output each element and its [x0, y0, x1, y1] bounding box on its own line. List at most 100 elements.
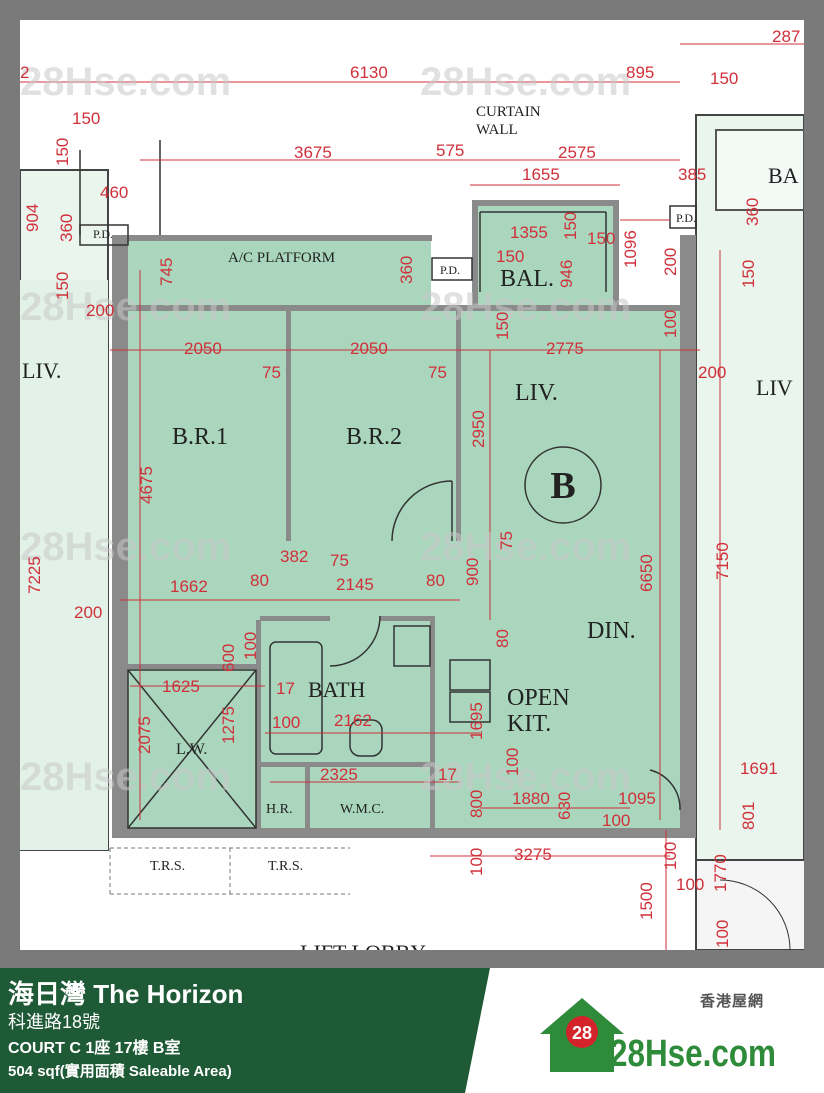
- dim-label: 150: [587, 229, 615, 248]
- walls: [112, 200, 696, 838]
- dim-label: 1770: [711, 854, 730, 892]
- neighbour-left: [20, 169, 109, 851]
- dim-label: 4675: [137, 466, 156, 504]
- dim-label: 2050: [184, 339, 222, 358]
- dim-label: 630: [555, 792, 574, 820]
- brand-name: 28Hse.com: [610, 1033, 776, 1075]
- dim-label: 150: [53, 138, 72, 166]
- property-address: 科進路18號: [8, 1012, 101, 1032]
- fixtures: [79, 140, 697, 829]
- dim-label: 100: [272, 713, 300, 732]
- dim-label: 80: [426, 571, 445, 590]
- dim-label: 1095: [618, 789, 656, 808]
- room-label-open: OPEN: [507, 685, 570, 711]
- dim-label: 1695: [467, 702, 486, 740]
- dim-label: 100: [713, 920, 732, 948]
- dim-label: 200: [661, 248, 680, 276]
- property-unit: COURT C 1座 17樓 B室: [8, 1040, 181, 1057]
- dim-label: 3675: [294, 143, 332, 162]
- dimension-labels: 6130 895 150 287 2 150 3675 575 2575 165…: [20, 27, 800, 894]
- dim-label: 7150: [713, 542, 732, 580]
- room-label-din: DIN.: [587, 618, 636, 644]
- dimension-lines: [20, 43, 804, 950]
- dim-label: 2575: [558, 143, 596, 162]
- watermark: 28Hse.com: [20, 60, 231, 104]
- dim-label: 7225: [25, 556, 44, 594]
- dim-label: 150: [53, 272, 72, 300]
- watermark: 28Hse.com: [20, 285, 231, 329]
- dim-label: 360: [57, 214, 76, 242]
- dim-label: 100: [661, 842, 680, 870]
- room-label-br2: B.R.2: [346, 424, 402, 450]
- dim-label: 1500: [637, 882, 656, 920]
- dim-label: 2950: [469, 410, 488, 448]
- dim-label: 382: [280, 547, 308, 566]
- dim-label: 17: [276, 679, 295, 698]
- dim-label: 900: [463, 558, 482, 586]
- room-label-lw: L.W.: [176, 741, 207, 758]
- room-label-wmc: W.M.C.: [340, 802, 384, 817]
- brand-chinese-name: 香港屋網: [700, 993, 765, 1010]
- dim-label: 1662: [170, 577, 208, 596]
- unit-marker-letter: B: [550, 465, 575, 507]
- dim-label: 1096: [621, 230, 640, 268]
- dim-label: 600: [219, 644, 238, 672]
- floor-plan: 28Hse.com 28Hse.com 28Hse.com 28Hse.com …: [20, 20, 804, 950]
- room-label-pd: P.D.: [676, 211, 696, 225]
- watermark: 28Hse.com: [420, 525, 631, 569]
- dim-label: 1655: [522, 165, 560, 184]
- property-title: 海日灣 The Horizon: [8, 979, 244, 1009]
- dim-label: 385: [678, 165, 706, 184]
- room-label-bal: BAL.: [500, 266, 554, 292]
- dim-label: 287: [772, 27, 800, 46]
- dim-label: 80: [493, 629, 512, 648]
- unit-b-area: [115, 205, 685, 832]
- dim-label: 150: [72, 109, 100, 128]
- dim-label: 17: [438, 765, 457, 784]
- room-label-lift-lobby: LIFT LOBBY: [300, 940, 426, 950]
- dim-label: 895: [626, 63, 654, 82]
- lower-corridor: [109, 847, 804, 950]
- dim-label: 75: [497, 531, 516, 550]
- room-label-kit: KIT.: [507, 711, 551, 737]
- dim-label: 360: [397, 256, 416, 284]
- dim-label: 100: [503, 748, 522, 776]
- dimension-labels-vertical: 150 904 360 360 1096 946 150 200 745 360…: [23, 138, 762, 948]
- dim-label: 360: [743, 198, 762, 226]
- dim-label: 6650: [637, 554, 656, 592]
- dim-label: 2050: [350, 339, 388, 358]
- brand-logo: 28 28Hse.com: [540, 998, 776, 1075]
- dim-label: 946: [557, 260, 576, 288]
- dim-label: 75: [262, 363, 281, 382]
- dim-label: 745: [157, 258, 176, 286]
- watermark: 28Hse.com: [20, 525, 231, 569]
- dim-label: 1625: [162, 677, 200, 696]
- dim-label: 904: [23, 204, 42, 232]
- dim-label: 150: [739, 260, 758, 288]
- dim-label: 75: [428, 363, 447, 382]
- footer: 海日灣 The Horizon 科進路18號 COURT C 1座 17樓 B室…: [0, 968, 824, 1093]
- room-label-neighbour-ba: BA: [768, 163, 799, 188]
- dim-label: 1691: [740, 759, 778, 778]
- room-label-pd: P.D.: [93, 227, 113, 241]
- dim-label: 2325: [320, 765, 358, 784]
- room-label-curtain: CURTAIN: [476, 104, 541, 120]
- dim-label: 6130: [350, 63, 388, 82]
- dim-label: 100: [676, 875, 704, 894]
- watermark: 28Hse.com: [420, 60, 631, 104]
- dim-label: 100: [661, 310, 680, 338]
- room-label-ac-platform: A/C PLATFORM: [228, 250, 335, 266]
- dim-label: 100: [467, 848, 486, 876]
- dim-label: 75: [330, 551, 349, 570]
- watermark: 28Hse.com: [420, 755, 631, 799]
- dim-label: 150: [561, 212, 580, 240]
- footer-banner: [0, 968, 490, 1093]
- dim-label: 200: [86, 301, 114, 320]
- dim-label: 150: [496, 247, 524, 266]
- unit-marker-circle: [524, 446, 602, 524]
- room-label-br1: B.R.1: [172, 424, 228, 450]
- room-labels: B.R.1 B.R.2 LIV. DIN. OPEN KIT. BATH L.W…: [22, 104, 799, 950]
- room-label-hr: H.R.: [266, 802, 292, 817]
- dim-label: 2: [20, 63, 29, 82]
- property-area: 504 sqf(實用面積 Saleable Area): [8, 1063, 232, 1080]
